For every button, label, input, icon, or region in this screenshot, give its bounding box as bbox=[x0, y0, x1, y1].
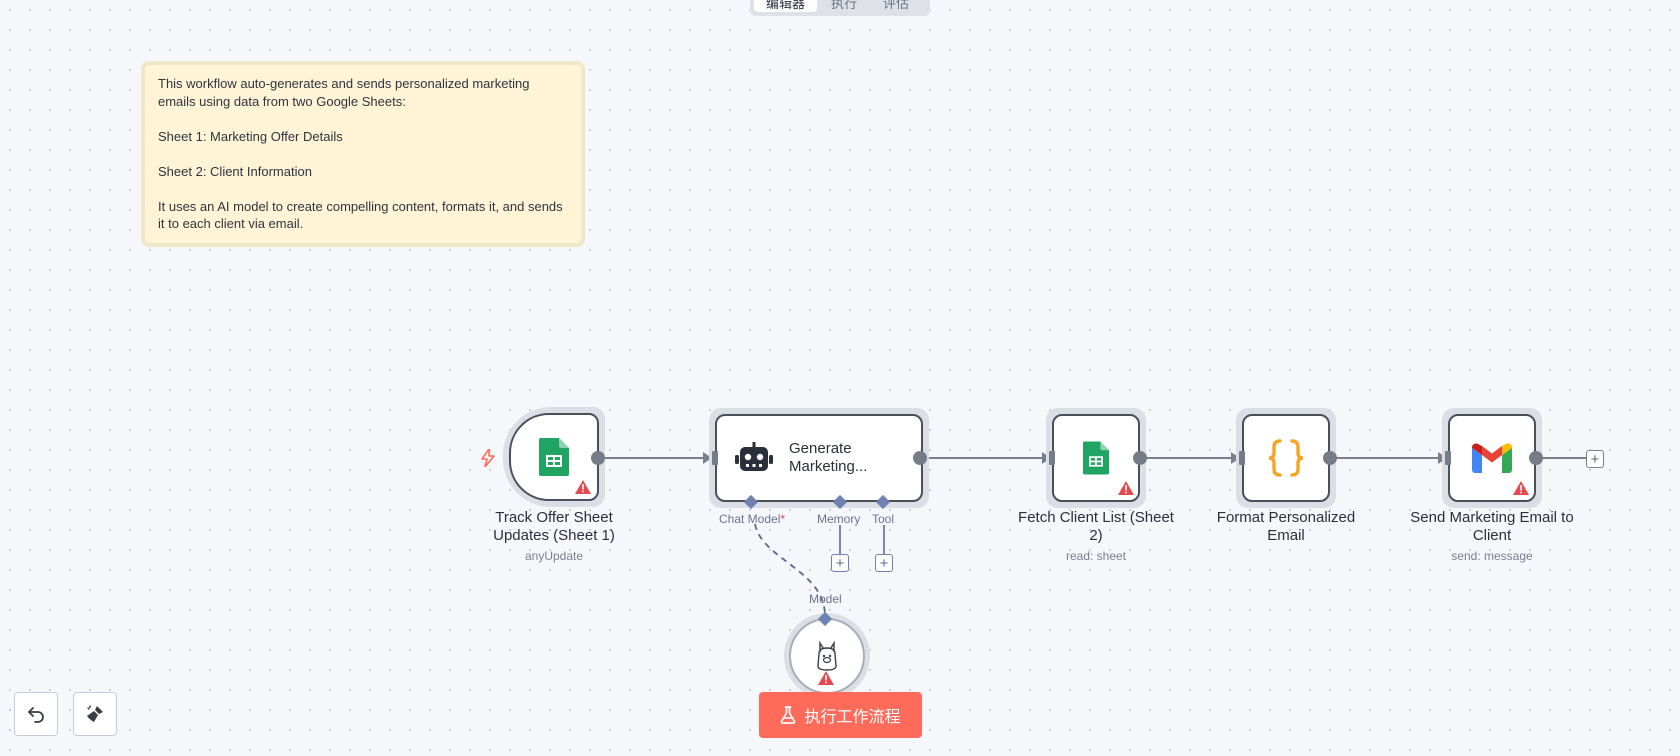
tool-label: Tool bbox=[872, 512, 895, 526]
model-label: Model bbox=[809, 592, 842, 606]
tidy-up-button[interactable] bbox=[73, 692, 117, 736]
node-fetch-client-list[interactable] bbox=[1052, 414, 1140, 502]
node-format-email[interactable] bbox=[1242, 414, 1330, 502]
tool-line bbox=[883, 525, 885, 555]
connection-trigger-agent[interactable] bbox=[604, 457, 704, 459]
flask-icon bbox=[781, 706, 796, 724]
node-track-offer-sheet[interactable] bbox=[509, 413, 599, 501]
memory-line bbox=[839, 525, 841, 555]
node-subtitle: anyUpdate bbox=[524, 549, 584, 563]
trigger-lightning-icon bbox=[481, 449, 495, 467]
connection-send-end[interactable] bbox=[1542, 457, 1594, 459]
execute-workflow-label: 执行工作流程 bbox=[804, 707, 901, 726]
node-subtitle: send: message bbox=[1451, 549, 1533, 563]
ollama-icon bbox=[817, 640, 837, 671]
input-handle[interactable] bbox=[712, 451, 718, 465]
input-handle[interactable] bbox=[1445, 451, 1451, 465]
output-handle[interactable] bbox=[591, 451, 605, 465]
warning-icon bbox=[1118, 481, 1134, 495]
warning-icon bbox=[818, 671, 834, 685]
gmail-icon bbox=[1472, 443, 1512, 473]
undo-button[interactable] bbox=[14, 692, 58, 736]
connection-fetch-format[interactable] bbox=[1146, 457, 1232, 459]
output-handle[interactable] bbox=[1323, 451, 1337, 465]
connection-arrow bbox=[1231, 452, 1240, 464]
tab-evaluations[interactable]: 评估 bbox=[883, 0, 910, 11]
node-subtitle: read: sheet bbox=[1065, 549, 1127, 563]
connection-format-send[interactable] bbox=[1336, 457, 1439, 459]
connection-agent-fetch[interactable] bbox=[926, 457, 1043, 459]
add-node-button[interactable]: + bbox=[1586, 450, 1604, 468]
tab-editor[interactable]: 编辑器 bbox=[754, 0, 818, 12]
output-handle[interactable] bbox=[1133, 451, 1147, 465]
execute-workflow-button[interactable]: 执行工作流程 bbox=[759, 692, 922, 738]
chat-model-label: Chat Model* bbox=[719, 512, 786, 526]
code-braces-icon bbox=[1268, 439, 1304, 477]
view-tabs: 编辑器 执行 评估 bbox=[750, 0, 930, 16]
input-handle[interactable] bbox=[1049, 451, 1055, 465]
broom-icon bbox=[87, 705, 103, 722]
robot-icon bbox=[735, 442, 773, 471]
node-title: Send Marketing Email to Client bbox=[1410, 509, 1574, 544]
input-handle[interactable] bbox=[1239, 451, 1245, 465]
sticky-note[interactable]: This workflow auto-generates and sends p… bbox=[141, 61, 585, 247]
model-connection bbox=[754, 523, 826, 617]
node-title: Generate Marketing... bbox=[789, 440, 868, 475]
memory-label: Memory bbox=[817, 512, 861, 526]
tab-executions[interactable]: 执行 bbox=[831, 0, 858, 11]
node-title: Fetch Client List (Sheet 2) bbox=[1018, 509, 1174, 544]
warning-icon bbox=[575, 480, 591, 494]
google-sheets-icon bbox=[1083, 441, 1109, 475]
connection-arrow bbox=[703, 452, 712, 464]
node-generate-marketing[interactable]: Generate Marketing... bbox=[715, 414, 923, 502]
node-title: Track Offer Sheet Updates (Sheet 1) bbox=[493, 509, 615, 544]
sticky-note-text: This workflow auto-generates and sends p… bbox=[158, 76, 563, 231]
add-tool-button[interactable]: + bbox=[875, 554, 893, 572]
node-title: Format Personalized Email bbox=[1216, 509, 1356, 544]
undo-icon bbox=[28, 707, 44, 723]
google-sheets-icon bbox=[539, 438, 569, 476]
output-handle[interactable] bbox=[1529, 451, 1543, 465]
output-handle[interactable] bbox=[913, 451, 927, 465]
warning-icon bbox=[1513, 481, 1529, 495]
add-memory-button[interactable]: + bbox=[831, 554, 849, 572]
